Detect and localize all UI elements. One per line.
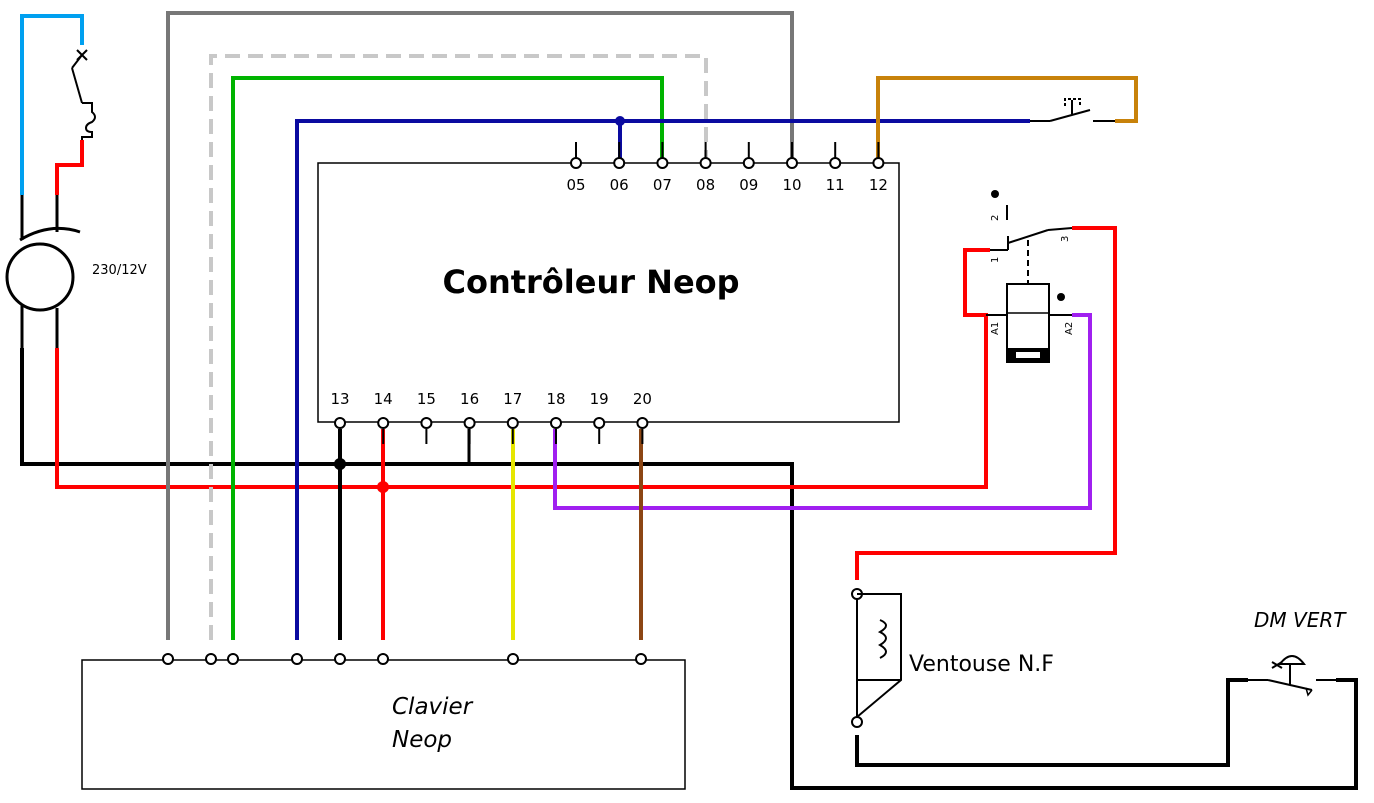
terminal-06: 06 [610, 142, 629, 194]
terminal-18: 18 [546, 390, 566, 444]
terminal-label: 17 [503, 390, 522, 408]
keypad-terminal [377, 653, 389, 665]
emergency-button-label: DM VERT [1254, 608, 1347, 632]
transformer-label: 230/12V [92, 263, 147, 278]
terminal-label: 11 [826, 176, 845, 194]
terminal-07: 07 [653, 142, 672, 194]
keypad-terminal [227, 653, 239, 665]
controller-top-terminals: 05 06 07 08 09 10 11 12 [566, 142, 888, 194]
transformer [5, 195, 81, 348]
keypad-terminal [635, 653, 647, 665]
terminal-label: 09 [739, 176, 758, 194]
terminal-label: 13 [330, 390, 349, 408]
keypad-terminal [291, 653, 303, 665]
relay-coil-a1: A1 [990, 322, 1001, 335]
controller-bottom-terminals: 13 14 15 16 17 18 19 20 [330, 390, 652, 444]
terminal-label: 08 [696, 176, 715, 194]
terminal-label: 07 [653, 176, 672, 194]
breaker-switch [71, 49, 96, 142]
terminal-label: 16 [460, 390, 479, 408]
terminal-label: 12 [869, 176, 888, 194]
terminal-08: 08 [696, 142, 715, 194]
wire-mains-red [55, 140, 84, 195]
keypad-terminal [507, 653, 519, 665]
terminal-20: 20 [633, 390, 652, 444]
wire-gray-10 [166, 11, 794, 640]
relay-dot-top [991, 190, 999, 198]
terminal-label: 14 [374, 390, 393, 408]
terminal-label: 10 [782, 176, 801, 194]
wire-lightgray-08 [209, 54, 708, 640]
wire-black-maglock-dm [855, 678, 1248, 767]
keypad-terminal [205, 653, 217, 665]
terminal-16: 16 [460, 390, 479, 444]
terminal-label: 20 [633, 390, 652, 408]
relay-dot-coil [1057, 293, 1065, 301]
relay-coil-a2: A2 [1064, 322, 1075, 335]
wire-orange-12 [876, 76, 1138, 162]
maglock [851, 588, 902, 728]
wire-purple-18 [553, 313, 1092, 510]
junction-black [334, 458, 346, 470]
terminal-label: 15 [417, 390, 436, 408]
relay-contact-1: 1 [990, 257, 1001, 263]
junction-navy [615, 116, 625, 126]
wire-mains-blue [20, 14, 84, 195]
relay-contact-3: 3 [1060, 236, 1071, 242]
keypad-label-line1: Clavier [392, 694, 474, 720]
terminal-label: 06 [610, 176, 629, 194]
keypad-box [81, 659, 686, 790]
keypad-terminal [162, 653, 174, 665]
keypad-terminals [162, 653, 647, 665]
wire-navy-06 [295, 119, 1030, 640]
emergency-button [1248, 655, 1336, 697]
wire-black-common [20, 348, 1358, 790]
maglock-label: Ventouse N.F [909, 652, 1054, 677]
terminal-label: 18 [546, 390, 565, 408]
exit-pushbutton [1030, 98, 1115, 122]
terminal-10: 10 [782, 142, 802, 194]
terminal-label: 19 [590, 390, 609, 408]
junction-red [377, 481, 389, 493]
terminal-13: 13 [330, 390, 350, 444]
controller-box [317, 162, 900, 423]
keypad-terminal [334, 653, 346, 665]
controller-title: Contrôleur Neop [442, 263, 739, 301]
terminal-17: 17 [503, 390, 522, 444]
wire-red-relay-maglock [855, 226, 1117, 580]
terminal-05: 05 [566, 142, 586, 194]
relay: 2 1 3 A1 A2 [986, 190, 1075, 363]
terminal-15: 15 [417, 390, 436, 444]
terminal-12: 12 [869, 142, 888, 194]
terminal-19: 19 [590, 390, 609, 444]
terminal-14: 14 [374, 390, 393, 444]
terminal-label: 05 [566, 176, 585, 194]
terminal-11: 11 [826, 142, 845, 194]
terminal-09: 09 [739, 142, 758, 194]
relay-contact-2: 2 [990, 215, 1001, 221]
keypad-label-line2: Neop [392, 727, 452, 753]
